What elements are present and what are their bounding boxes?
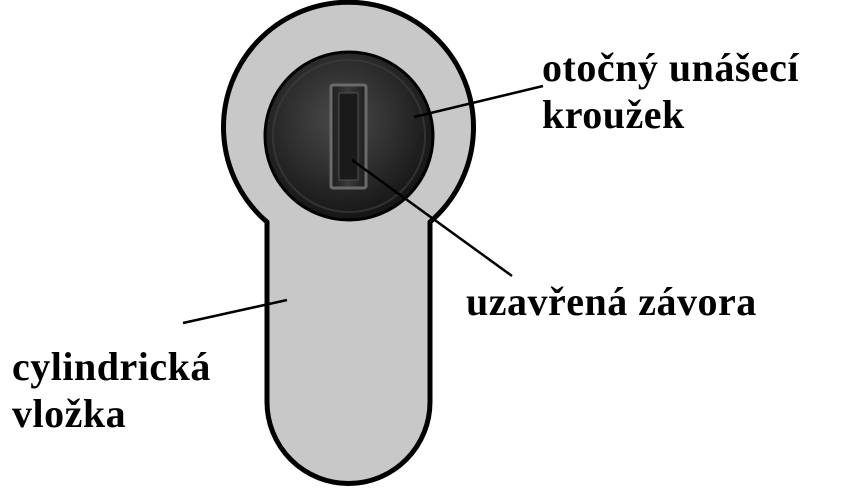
label-closed-bolt: uzavřená závora [466,279,757,324]
leader-line-ring [413,84,544,119]
label-rotating-ring: otočný unášecí kroužek [542,44,799,138]
label-rotating-ring-line-2: kroužek [542,92,685,137]
label-cylinder-insert: cylindrická vložka [12,343,211,437]
label-rotating-ring-line-1: otočný unášecí [542,45,799,90]
leader-line-cylinder [182,298,288,325]
ring-highlight [272,59,426,213]
key-slot-inner [338,92,359,181]
label-cylinder-insert-line-2: vložka [12,391,127,436]
leader-line-bolt [351,158,513,278]
label-cylinder-insert-line-1: cylindrická [12,344,211,389]
